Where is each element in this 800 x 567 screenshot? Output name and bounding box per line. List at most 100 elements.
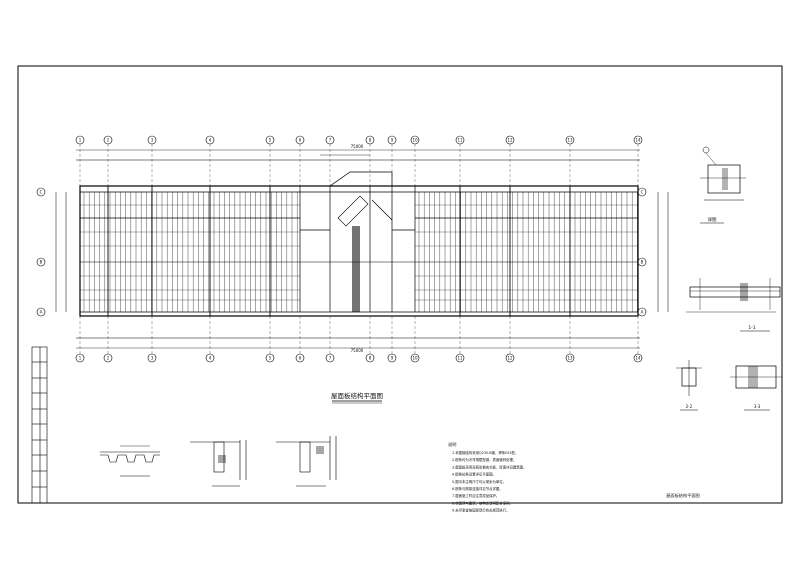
- grid-bubble: [205, 135, 215, 145]
- grid-bubble-label: 9: [391, 138, 394, 143]
- grid-bubble-label: 8: [369, 138, 372, 143]
- notes-list: 1.本图钢结构采用Q235-B钢，焊条E43型。 2.檩条均为冷弯薄壁型钢，表面镀…: [452, 450, 526, 513]
- section-2-2: [676, 360, 702, 411]
- grid-bubble-label: 4: [209, 138, 212, 143]
- roof-plan: [55, 144, 669, 354]
- section-3-3: [730, 365, 782, 411]
- grid-bubble: [455, 353, 465, 363]
- grid-bubble-label: 13: [567, 356, 573, 361]
- sheet-border: [17, 65, 783, 504]
- grid-bubble: [75, 135, 85, 145]
- grid-bubble: [147, 135, 157, 145]
- grid-bubble-label: 5: [269, 356, 272, 361]
- sheet-caption: 屋面板结构平面图: [666, 492, 700, 499]
- grid-bubble-label: 1: [79, 138, 82, 143]
- dim-total-top: 75000: [351, 144, 364, 149]
- note-line: 1.本图钢结构采用Q235-B钢，焊条E43型。: [452, 450, 518, 455]
- note-line: 5.图中未注明尺寸均以毫米为单位。: [452, 479, 506, 484]
- frame-lines: [79, 144, 639, 354]
- grid-bubble-label: 12: [507, 356, 513, 361]
- grid-bubble-label: 10: [412, 138, 418, 143]
- grid-bubble-label: 7: [329, 356, 332, 361]
- grid-bubble: [36, 307, 46, 317]
- detail-a-title: 详图: [708, 216, 717, 223]
- grid-bubble-label: 14: [635, 138, 641, 143]
- grid-bubble-label: 8: [369, 356, 372, 361]
- section-1-1: [686, 278, 781, 332]
- note-line: 4.檩条拉条设置详见平面图。: [452, 472, 496, 477]
- grid-bubble: [633, 135, 643, 145]
- grid-bubble: [505, 353, 515, 363]
- section-2-2-title: 2-2: [686, 404, 693, 409]
- grid-bubble: [633, 353, 643, 363]
- grid-bubble-label: B: [40, 260, 43, 265]
- grid-bubble-label: 11: [457, 356, 463, 361]
- grid-bubble: [505, 135, 515, 145]
- detail-slab-profile: [100, 445, 160, 477]
- central-opening: [299, 171, 416, 312]
- grid-bubble-label: 2: [107, 138, 110, 143]
- note-line: 7.屋面施工时应注意成品保护。: [452, 493, 499, 498]
- grid-bubble-label: 7: [329, 138, 332, 143]
- grid-bubble: [637, 187, 647, 197]
- grid-bubble: [36, 257, 46, 267]
- grid-bubble-label: C: [40, 190, 43, 195]
- grid-bubble-label: A: [40, 310, 43, 315]
- grid-bubble: [637, 307, 647, 317]
- grid-bubble: [387, 135, 397, 145]
- dim-total-bottom: 75000: [351, 348, 364, 353]
- grid-bubble-label: 1: [79, 356, 82, 361]
- grid-bubble: [295, 353, 305, 363]
- grid-bubble: [387, 353, 397, 363]
- grid-bubble: [265, 353, 275, 363]
- grid-bubble: [410, 353, 420, 363]
- grid-bubble: [637, 257, 647, 267]
- grid-axis-left: C B A: [36, 187, 46, 317]
- note-line: 9.未尽事宜按国家现行有关规范执行。: [452, 508, 509, 513]
- grid-bubble-label: 12: [507, 138, 513, 143]
- grid-bubble-label: 3: [151, 356, 154, 361]
- grid-bubble-label: 5: [269, 138, 272, 143]
- grid-bubble: [365, 135, 375, 145]
- section-3-3-title: 3-3: [754, 404, 761, 409]
- grid-bubble-label: 4: [209, 356, 212, 361]
- grid-bubble: [103, 135, 113, 145]
- grid-bubble-label: C: [641, 190, 644, 195]
- plan-title: 屋面板结构平面图: [331, 391, 383, 400]
- grid-bubble-label: 9: [391, 356, 394, 361]
- note-line: 6.檩条与刚架连接详见节点详图。: [452, 486, 503, 491]
- section-1-1-title: 1-1: [748, 325, 755, 331]
- note-line: 3.屋面板采用双层彩钢夹芯板，厚度详见建筑图。: [452, 464, 526, 469]
- notes-heading: 说明: [448, 441, 456, 448]
- grid-bubble: [103, 353, 113, 363]
- note-line: 8.本图须与建筑、结构总说明配合使用。: [452, 500, 513, 505]
- grid-bubble-label: 6: [299, 356, 302, 361]
- grid-bubble-label: A: [641, 310, 644, 315]
- detail-a: [700, 146, 746, 224]
- grid-bubble: [147, 353, 157, 363]
- purlins-right: [418, 192, 638, 312]
- grid-bubble-label: 11: [457, 138, 463, 143]
- grid-bubble: [295, 135, 305, 145]
- purlin-rows: [80, 204, 638, 301]
- grid-bubble-label: 10: [412, 356, 418, 361]
- grid-bubble: [325, 135, 335, 145]
- grid-bubble-label: 6: [299, 138, 302, 143]
- grid-bubble: [36, 187, 46, 197]
- grid-bubble-label: 14: [635, 356, 641, 361]
- grid-bubble: [365, 353, 375, 363]
- grid-bubble: [265, 135, 275, 145]
- detail-node-1: [190, 440, 247, 487]
- grid-bubble-label: B: [641, 260, 644, 265]
- grid-bubble: [565, 353, 575, 363]
- grid-bubble-label: 3: [151, 138, 154, 143]
- grid-bubble-label: 13: [567, 138, 573, 143]
- title-block: [31, 346, 48, 504]
- grid-bubble: [205, 353, 215, 363]
- grid-axis-right: C B A: [637, 187, 647, 317]
- note-line: 2.檩条均为冷弯薄壁型钢，表面镀锌处理。: [452, 457, 516, 462]
- grid-bubble: [75, 353, 85, 363]
- grid-bubble: [325, 353, 335, 363]
